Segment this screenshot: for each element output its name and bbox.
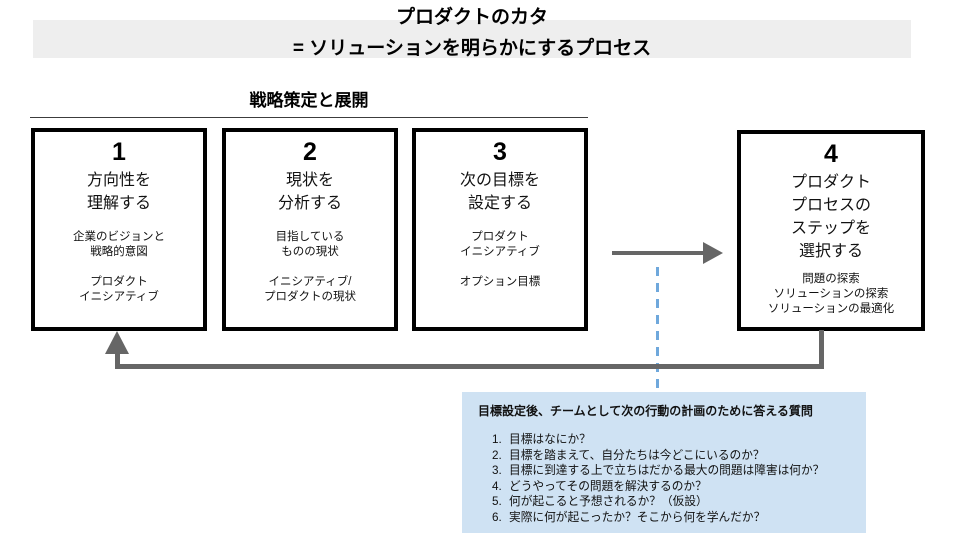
question-item: 3. 目標に到達する上で立ちはだかる最大の問題は障害は何か？ <box>492 463 854 479</box>
feedback-loop-bottom-segment <box>115 364 824 369</box>
step-title: プロダクト プロセスの ステップを 選択する <box>790 174 871 260</box>
flow-arrow-line <box>612 251 704 255</box>
flow-arrow-head-icon <box>703 242 723 264</box>
question-number: 4. <box>492 479 502 493</box>
step-note: プロダクト イニシアティブ <box>460 231 540 258</box>
question-number: 6. <box>492 510 502 524</box>
feedback-loop-right-segment <box>819 330 824 369</box>
question-text: 目標を踏まえて、自分たちは今どこにいるのか？ <box>509 448 765 462</box>
step-box-4: 4 プロダクト プロセスの ステップを 選択する 問題の探索 ソリューションの探… <box>737 130 925 331</box>
section-heading: 戦略策定と展開 <box>249 91 369 110</box>
questions-header: 目標設定後、チームとして次の行動の計画のために答える質問 <box>478 404 813 418</box>
step-box-2: 2 現状を 分析する 目指している ものの現状 イニシアティブ/ プロダクトの現… <box>222 128 398 331</box>
step-note: 企業のビジョンと 戦略的意図 <box>73 231 165 258</box>
feedback-loop-left-segment <box>115 352 120 366</box>
step-box-3: 3 次の目標を 設定する プロダクト イニシアティブ オプション目標 <box>412 128 588 331</box>
question-text: 何が起こると予想されるか？（仮設） <box>509 495 708 509</box>
question-item: 6. 実際に何が起こったか？そこから何を学んだか？ <box>492 510 854 526</box>
section-underline <box>30 117 588 118</box>
step-note: 目指している ものの現状 <box>275 231 345 258</box>
question-item: 1. 目標はなにか？ <box>492 432 854 448</box>
question-number: 3. <box>492 464 502 478</box>
question-text: どうやってその問題を解決するのか？ <box>509 479 707 493</box>
step-box-1: 1 方向性を 理解する 企業のビジョンと 戦略的意図 プロダクト イニシアティブ <box>31 128 207 331</box>
question-item: 2. 目標を踏まえて、自分たちは今どこにいるのか？ <box>492 448 854 464</box>
question-item: 4. どうやってその問題を解決するのか？ <box>492 479 854 495</box>
step-title: 現状を 分析する <box>277 172 342 212</box>
step-number: 2 <box>303 138 317 166</box>
step-note: イニシアティブ/ プロダクトの現状 <box>264 276 356 303</box>
title-line-2: = ソリューションを明らかにするプロセス <box>292 38 652 59</box>
step-note: オプション目標 <box>459 276 541 288</box>
questions-panel: 目標設定後、チームとして次の行動の計画のために答える質問 1. 目標はなにか？ … <box>462 392 866 533</box>
title-line-1: プロダクトのカタ <box>395 7 548 28</box>
step-note: 問題の探索 ソリューションの探索 ソリューションの最適化 <box>767 273 895 315</box>
step-number: 1 <box>112 138 126 166</box>
step-number: 4 <box>824 140 838 168</box>
feedback-loop-arrowhead-icon <box>105 331 129 354</box>
title-band <box>33 20 911 58</box>
question-text: 実際に何が起こったか？そこから何を学んだか？ <box>509 510 766 524</box>
step-note: プロダクト イニシアティブ <box>79 276 159 303</box>
step-title: 次の目標を 設定する <box>459 172 540 212</box>
step-number: 3 <box>493 138 507 166</box>
questions-list: 1. 目標はなにか？ 2. 目標を踏まえて、自分たちは今どこにいるのか？ 3. … <box>492 432 854 526</box>
question-number: 5. <box>492 495 502 509</box>
diagram-title: プロダクトのカタ = ソリューションを明らかにするプロセス <box>33 2 911 64</box>
step-title: 方向性を 理解する <box>86 172 151 212</box>
question-number: 1. <box>492 433 502 446</box>
question-item: 5. 何が起こると予想されるか？（仮設） <box>492 494 854 510</box>
dashed-connector-line <box>656 267 659 389</box>
question-text: 目標に到達する上で立ちはだかる最大の問題は障害は何か？ <box>509 464 825 478</box>
question-text: 目標はなにか？ <box>509 433 591 446</box>
question-number: 2. <box>492 448 502 462</box>
